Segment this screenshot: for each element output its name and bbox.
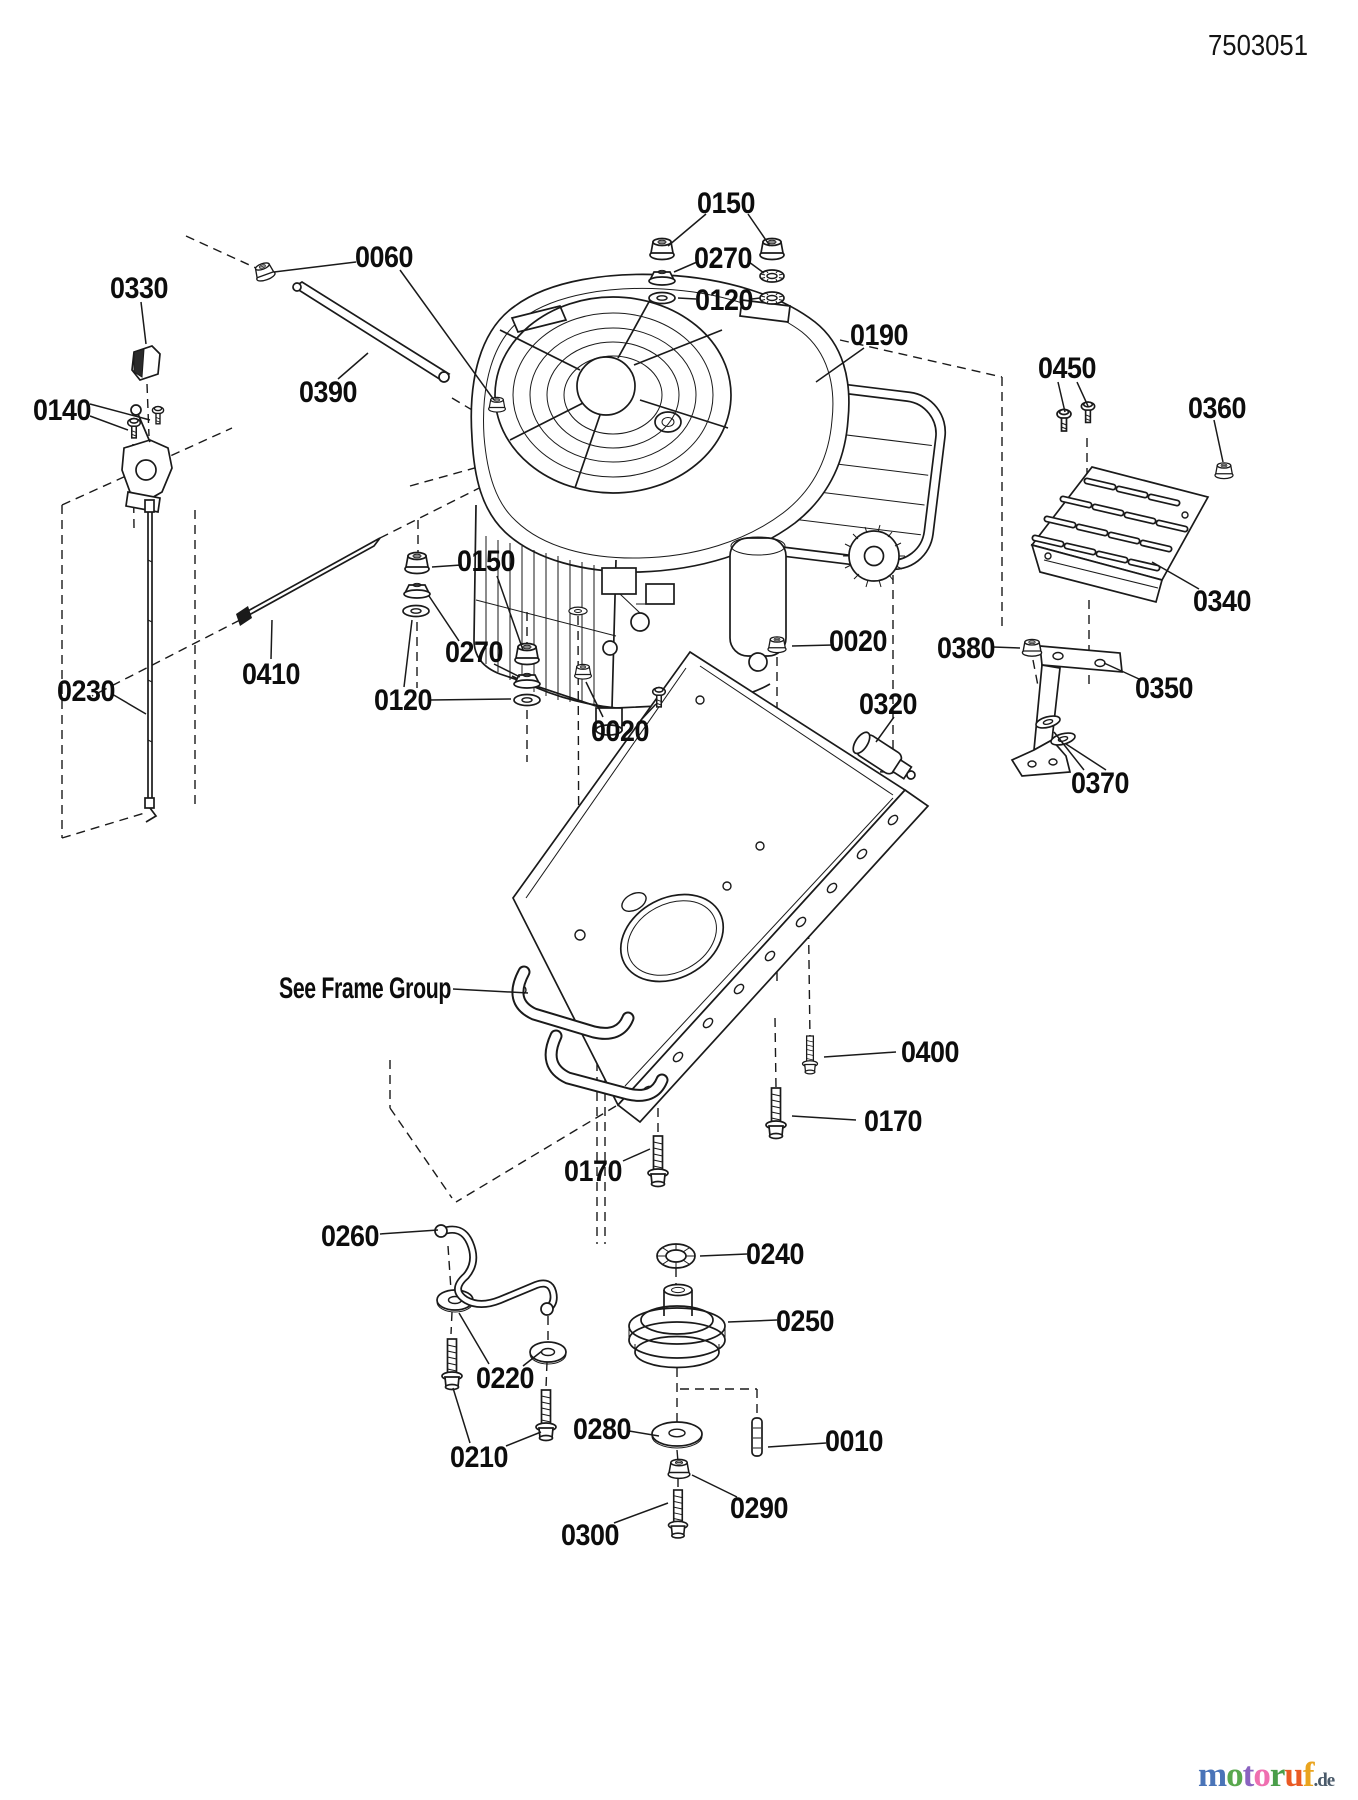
callout-0340: 0340 <box>1193 585 1251 618</box>
crank-bolt-0300 <box>667 1489 689 1539</box>
washer-0220 <box>529 1341 567 1365</box>
callout-0250: 0250 <box>776 1305 834 1338</box>
plate-hole <box>574 929 586 941</box>
retainer-ring <box>656 1243 696 1269</box>
fan-grille <box>494 296 732 494</box>
callout-0450: 0450 <box>1038 352 1096 385</box>
mounting-screw <box>151 405 165 425</box>
rod-nut <box>251 259 277 284</box>
callout-0270: 0270 <box>694 242 752 275</box>
plate-hole <box>695 695 705 705</box>
callout-0410: 0410 <box>242 658 300 691</box>
rod-pivot-nut <box>488 396 506 413</box>
callout-0350: 0350 <box>1135 672 1193 705</box>
crank-nut-0290 <box>667 1458 691 1480</box>
plate-hole <box>755 841 765 851</box>
mounting-screw <box>126 417 142 439</box>
drawing-number: 7503051 <box>1208 30 1308 62</box>
callout-0370: 0370 <box>1071 767 1129 800</box>
shield-slots <box>1031 477 1189 572</box>
callout-0020: 0020 <box>829 625 887 658</box>
callout-0120: 0120 <box>695 284 753 317</box>
fuel-line <box>434 1224 558 1316</box>
callout-0330: 0330 <box>110 272 168 305</box>
callout-0010: 0010 <box>825 1425 883 1458</box>
callout-0060: 0060 <box>355 241 413 274</box>
callout-0360: 0360 <box>1188 392 1246 425</box>
callout-0150: 0150 <box>457 545 515 578</box>
watermark-letter: m <box>1198 1755 1227 1794</box>
callout-0300: 0300 <box>561 1519 619 1552</box>
watermark-letter: u <box>1284 1755 1303 1794</box>
watermark-letter: t <box>1243 1755 1255 1794</box>
callout-0020: 0020 <box>591 715 649 748</box>
plate-oval-hole <box>621 891 647 913</box>
choke-knob <box>131 345 161 381</box>
leader-lines <box>89 213 1224 1524</box>
watermark-letter: f <box>1303 1755 1315 1794</box>
callout-0190: 0190 <box>850 319 908 352</box>
callout-0170: 0170 <box>864 1105 922 1138</box>
callout-0260: 0260 <box>321 1220 379 1253</box>
lift-rod <box>292 280 451 383</box>
callout-0220: 0220 <box>476 1362 534 1395</box>
callout-0150: 0150 <box>697 187 755 220</box>
muffler-heat-vent <box>843 524 905 588</box>
watermark-letter: r <box>1270 1755 1285 1794</box>
support-bracket <box>1010 645 1123 777</box>
throttle-cable <box>144 499 158 823</box>
frame-plate <box>511 650 930 1124</box>
callout-see-frame-group: See Frame Group <box>279 972 451 1005</box>
engine-block <box>473 504 617 709</box>
pulley-washer <box>651 1421 703 1449</box>
callout-0240: 0240 <box>746 1238 804 1271</box>
flange-screw-0400 <box>801 1035 819 1075</box>
throttle-control <box>121 404 173 513</box>
plate-hole <box>722 881 732 891</box>
heat-shield <box>1030 466 1210 604</box>
callout-0380: 0380 <box>937 632 995 665</box>
callout-0280: 0280 <box>573 1413 631 1446</box>
engine-bolt-0170 <box>765 1087 787 1140</box>
watermark-letter: o <box>1253 1755 1270 1794</box>
callout-labels: 0150 0270 0120 0190 0450 0360 0330 0140 0060 0390… <box>33 187 1252 1552</box>
watermark-suffix: .de <box>1313 1770 1334 1791</box>
bolt-0210 <box>441 1338 463 1391</box>
watermark-letter: o <box>1226 1755 1243 1794</box>
callout-0290: 0290 <box>730 1492 788 1525</box>
callout-0400: 0400 <box>901 1036 959 1069</box>
crankshaft-opening <box>619 893 725 983</box>
interlock-switch <box>852 731 916 780</box>
callout-0170: 0170 <box>564 1155 622 1188</box>
engine-bolt-0170 <box>647 1135 669 1188</box>
blower-housing <box>470 273 850 573</box>
starter-motor <box>729 536 787 672</box>
callout-0270: 0270 <box>445 636 503 669</box>
watermark-logo: motoruf.de <box>1198 1755 1335 1794</box>
engine-assembly <box>470 273 947 736</box>
callout-0230: 0230 <box>57 675 115 708</box>
callout-0320: 0320 <box>859 688 917 721</box>
callout-0210: 0210 <box>450 1441 508 1474</box>
plate-slots <box>511 965 669 1102</box>
link-rod <box>236 537 381 626</box>
drive-key <box>751 1417 763 1457</box>
callout-0120: 0120 <box>374 684 432 717</box>
callout-0390: 0390 <box>299 376 357 409</box>
carburetor-linkage <box>601 567 675 656</box>
drive-pulley <box>628 1283 726 1369</box>
callout-0140: 0140 <box>33 394 91 427</box>
